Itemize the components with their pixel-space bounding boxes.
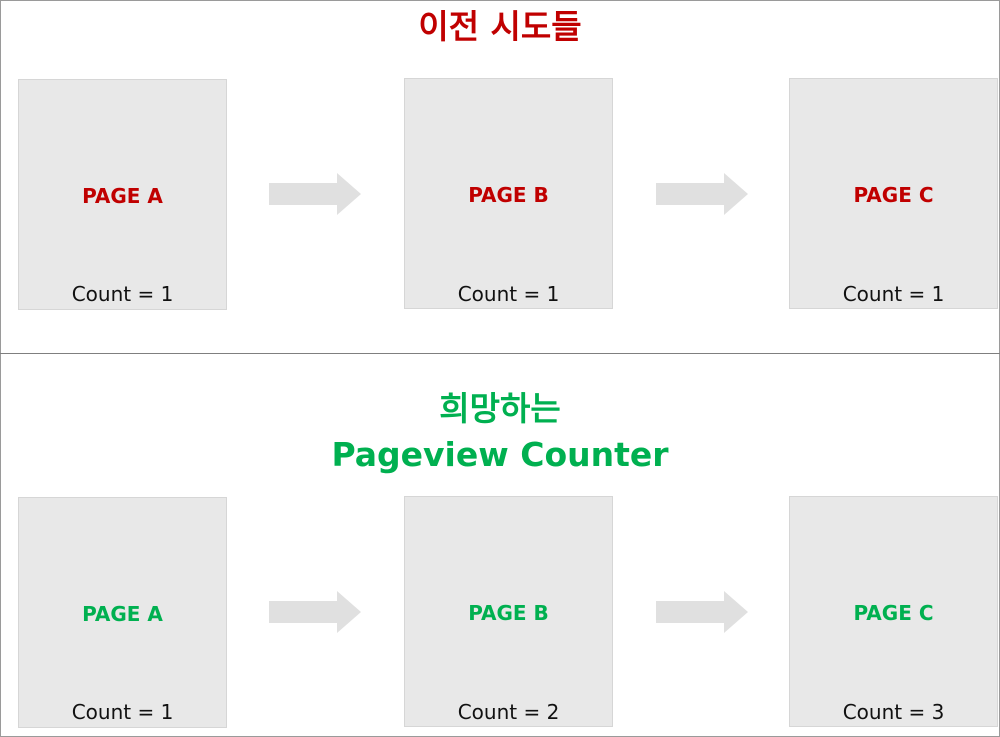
top-title-text: 이전 시도들 (418, 7, 582, 46)
page-count: Count = 3 (842, 700, 945, 724)
page-label: PAGE A (82, 184, 163, 208)
page-count: Count = 1 (71, 700, 174, 724)
top-page-c: PAGE C Count = 1 (789, 78, 998, 309)
page-count: Count = 2 (457, 700, 560, 724)
bottom-section-title: 희망하는 Pageview Counter (0, 386, 1000, 478)
section-divider (0, 353, 1000, 354)
bottom-page-b: PAGE B Count = 2 (404, 496, 613, 727)
page-count: Count = 1 (842, 282, 945, 306)
right-arrow-icon (269, 173, 361, 215)
top-page-a: PAGE A Count = 1 (18, 79, 227, 310)
right-arrow-icon (656, 591, 748, 633)
bottom-title-line2: Pageview Counter (331, 435, 669, 474)
bottom-title-line1: 희망하는 (439, 389, 561, 428)
page-label: PAGE B (468, 183, 549, 207)
top-section-title: 이전 시도들 (0, 4, 1000, 50)
right-arrow-icon (656, 173, 748, 215)
page-label: PAGE A (82, 602, 163, 626)
page-label: PAGE B (468, 601, 549, 625)
page-count: Count = 1 (457, 282, 560, 306)
page-count: Count = 1 (71, 282, 174, 306)
page-label: PAGE C (853, 183, 934, 207)
bottom-page-c: PAGE C Count = 3 (789, 496, 998, 727)
bottom-page-a: PAGE A Count = 1 (18, 497, 227, 728)
right-arrow-icon (269, 591, 361, 633)
top-page-b: PAGE B Count = 1 (404, 78, 613, 309)
page-label: PAGE C (853, 601, 934, 625)
